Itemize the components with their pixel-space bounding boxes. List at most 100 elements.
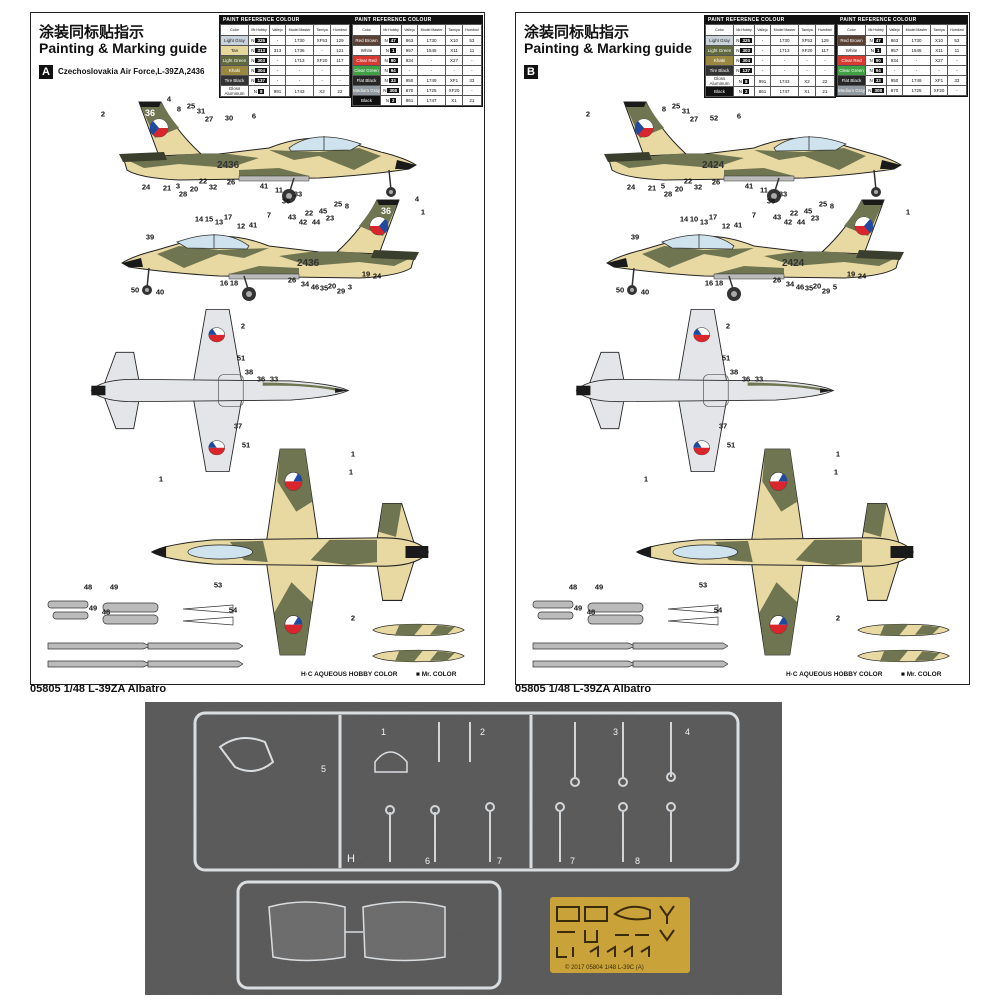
callout-number: 43 bbox=[287, 212, 297, 222]
column-header: Mr.Hobby bbox=[864, 24, 888, 36]
humbrol-code: - bbox=[814, 55, 836, 66]
callout-number: 37 bbox=[718, 421, 728, 431]
callout-number: 51 bbox=[726, 440, 736, 450]
callout-number: 26 bbox=[711, 177, 721, 187]
callout-number: 41 bbox=[733, 220, 743, 230]
callout-number: 2 bbox=[100, 109, 106, 119]
color-swatch: Gloss Aluminum bbox=[220, 85, 249, 97]
callout-number: 36 bbox=[741, 374, 751, 384]
callout-number: 42 bbox=[298, 217, 308, 227]
sprue-letter: H bbox=[347, 853, 355, 865]
column-header: Color bbox=[220, 24, 249, 36]
callout-number: 45 bbox=[803, 206, 813, 216]
model-master-code: 1749 bbox=[416, 75, 447, 86]
tamiya-code: - bbox=[930, 65, 948, 76]
callout-number: 37 bbox=[233, 421, 243, 431]
callout-number: 23 bbox=[325, 213, 335, 223]
model-master-code: - bbox=[284, 65, 315, 76]
scheme-badge: A bbox=[39, 65, 53, 79]
color-swatch: Light Gray bbox=[220, 35, 249, 46]
tamiya-code: X27 bbox=[445, 55, 463, 66]
model-master-code: 1747 bbox=[769, 86, 800, 97]
callout-number: 38 bbox=[729, 367, 739, 377]
callout-number: 53 bbox=[698, 580, 708, 590]
humbrol-code: - bbox=[946, 65, 968, 76]
humbrol-code: - bbox=[946, 85, 968, 96]
callout-number: 6 bbox=[251, 111, 257, 121]
mr-hobby-number: 47 bbox=[873, 38, 883, 43]
vallejo-code: 934 bbox=[401, 55, 418, 66]
tamiya-code: - bbox=[445, 65, 463, 76]
legend-mr-color: ■ Mr. COLOR bbox=[901, 671, 942, 678]
column-header: Model Master bbox=[901, 24, 932, 36]
callout-number: 1 bbox=[905, 207, 911, 217]
model-master-code: 1747 bbox=[416, 95, 447, 106]
part-number: 1 bbox=[381, 727, 386, 737]
model-master-code: 1730 bbox=[769, 35, 800, 46]
humbrol-code: 21 bbox=[814, 86, 836, 97]
mr-hobby-number: 90 bbox=[388, 58, 398, 63]
tamiya-code: X2 bbox=[798, 75, 816, 87]
callout-number: 36 bbox=[281, 196, 291, 206]
callout-number: 39 bbox=[630, 232, 640, 242]
callout-number: 1 bbox=[350, 449, 356, 459]
callout-number: 32 bbox=[693, 182, 703, 192]
vallejo-code: - bbox=[754, 45, 771, 56]
callout-number: 26 bbox=[226, 177, 236, 187]
callout-number: 24 bbox=[372, 271, 382, 281]
fuselage-code: 2436 bbox=[297, 258, 320, 269]
mr-hobby-number: 8 bbox=[257, 88, 265, 94]
fuselage-code: 2436 bbox=[217, 160, 240, 171]
color-swatch: Clear Red bbox=[352, 55, 381, 66]
mr-hobby-number: 94 bbox=[873, 68, 883, 73]
color-swatch: Khaki bbox=[220, 65, 249, 76]
color-swatch: Clear Red bbox=[837, 55, 866, 66]
humbrol-code: 129 bbox=[814, 35, 836, 46]
tamiya-code: XF53 bbox=[798, 35, 816, 46]
callout-number: 24 bbox=[141, 182, 151, 192]
drop-tank bbox=[371, 649, 466, 663]
callout-number: 36 bbox=[256, 374, 266, 384]
tamiya-code: XF1 bbox=[930, 75, 948, 86]
callout-number: 49 bbox=[594, 582, 604, 592]
legend-mr-color-label: Mr. COLOR bbox=[906, 671, 942, 678]
model-master-code: 1730 bbox=[284, 35, 315, 46]
mr-hobby-number: 33 bbox=[388, 78, 398, 83]
part-number: 7 bbox=[497, 856, 502, 866]
humbrol-code: 121 bbox=[329, 45, 351, 56]
vallejo-code: - bbox=[269, 55, 286, 66]
mr-hobby-number: 33 bbox=[873, 78, 883, 83]
color-swatch: Medium Gray bbox=[837, 85, 866, 96]
callout-number: 5 bbox=[660, 181, 666, 191]
callout-number: 20 bbox=[189, 184, 199, 194]
column-header: Vallejo bbox=[886, 24, 903, 36]
vallejo-code: - bbox=[754, 55, 771, 66]
callout-number: 27 bbox=[204, 114, 214, 124]
callout-number: 41 bbox=[248, 220, 258, 230]
callout-number: 22 bbox=[198, 176, 208, 186]
callout-number: 14 bbox=[194, 214, 204, 224]
legend-hobby-color: H·C AQUEOUS HOBBY COLOR bbox=[301, 671, 398, 678]
callout-number: 40 bbox=[155, 287, 165, 297]
callout-number: 20 bbox=[812, 281, 822, 291]
callout-number: 21 bbox=[162, 183, 172, 193]
tamiya-code: - bbox=[313, 65, 331, 76]
vallejo-code: 863 bbox=[886, 35, 903, 46]
callout-number: 33 bbox=[754, 374, 764, 384]
vallejo-code: - bbox=[886, 65, 903, 76]
column-header: Color bbox=[837, 24, 866, 36]
